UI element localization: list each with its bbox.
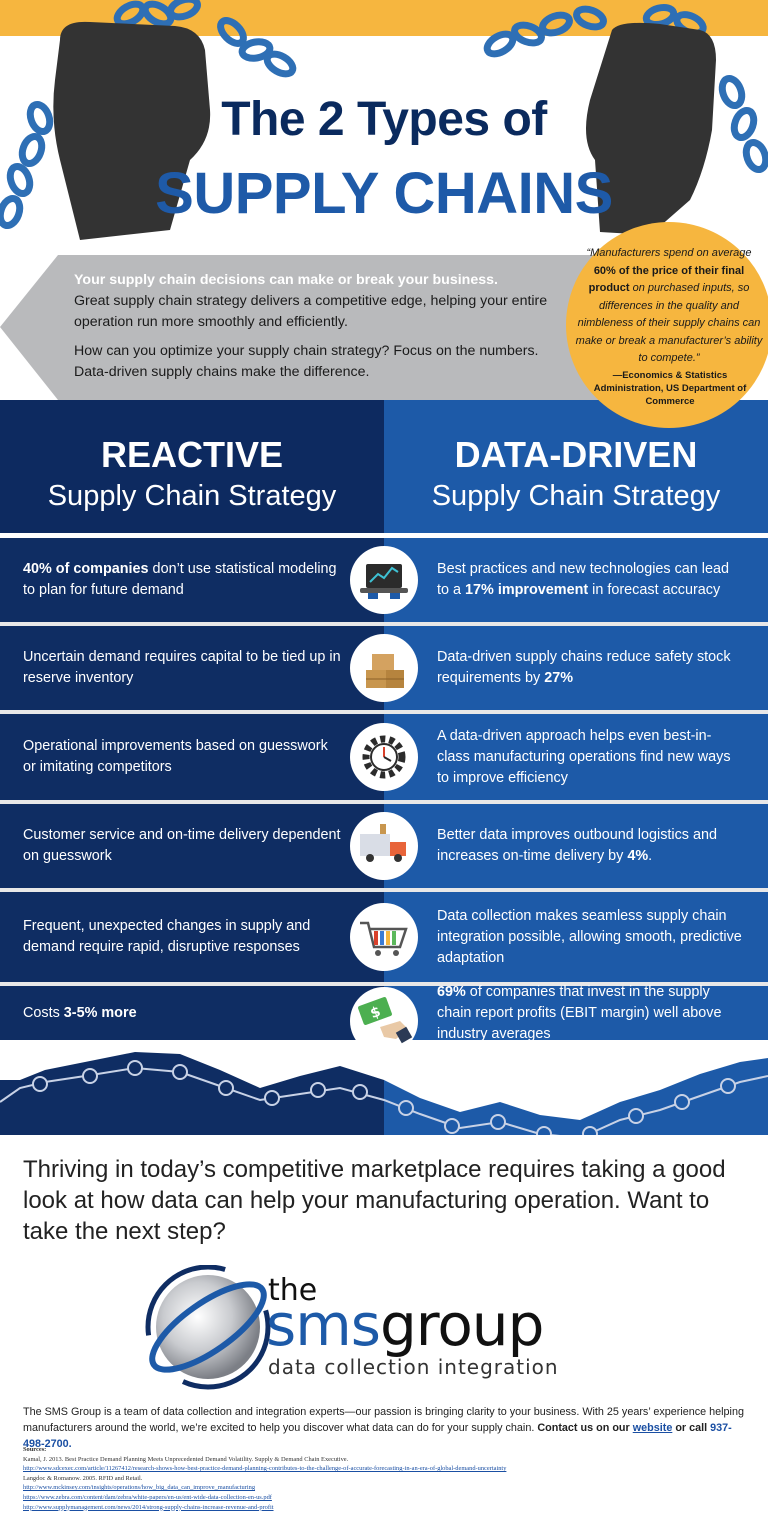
row-icon-badge xyxy=(350,634,418,702)
row-divider xyxy=(384,982,768,987)
sources-list: Sources: Kamal, J. 2013. Best Practice D… xyxy=(23,1445,763,1512)
header-illustration xyxy=(0,0,768,241)
intro-para2: How can you optimize your supply chain s… xyxy=(74,343,539,380)
reactive-point: Uncertain demand requires capital to be … xyxy=(23,649,341,686)
row-divider xyxy=(0,622,384,627)
data-driven-title: DATA-DRIVEN xyxy=(454,434,698,475)
globe-logo-icon xyxy=(145,1265,271,1390)
reactive-header: REACTIVE Supply Chain Strategy xyxy=(0,400,384,533)
about-text: The SMS Group is a team of data collecti… xyxy=(23,1406,744,1450)
source-citation: Kamal, J. 2013. Best Practice Demand Pla… xyxy=(23,1455,349,1463)
intro-lead: Your supply chain decisions can make or … xyxy=(74,272,498,288)
row-divider xyxy=(0,888,384,893)
shopping-cart-icon xyxy=(360,921,408,956)
reactive-row xyxy=(0,626,384,710)
reactive-title: REACTIVE xyxy=(100,434,284,475)
row-icon-badge xyxy=(350,812,418,880)
intro-para1: Great supply chain strategy delivers a c… xyxy=(74,293,548,330)
data-driven-row xyxy=(384,804,768,888)
quote-text: “Manufacturers spend on average 60% of t… xyxy=(575,247,763,364)
data-driven-point: 69% of companies that invest in the supp… xyxy=(437,983,722,1042)
reactive-point: Operational improvements based on guessw… xyxy=(23,738,328,775)
source-link[interactable]: https://www.zebra.com/content/dam/zebra/… xyxy=(23,1493,272,1501)
data-driven-row xyxy=(384,714,768,800)
intro-arrow-banner xyxy=(0,255,640,400)
quote-attribution: —Economics & Statistics Administration, … xyxy=(593,370,747,407)
row-divider xyxy=(384,710,768,715)
left-fist-icon xyxy=(53,21,211,241)
laptop-chart-icon xyxy=(360,564,408,599)
data-driven-subtitle: Supply Chain Strategy xyxy=(431,480,721,512)
boxes-icon xyxy=(366,654,404,688)
reactive-point: 40% of companies don’t use statistical m… xyxy=(23,561,337,598)
source-link[interactable]: http://www.sdcexec.com/article/11267412/… xyxy=(23,1465,507,1473)
reactive-point: Customer service and on-time delivery de… xyxy=(23,827,341,864)
reactive-row xyxy=(0,986,384,1040)
intro-text: Your supply chain decisions can make or … xyxy=(74,270,574,391)
source-link[interactable]: http://www.supplymanagement.com/news/201… xyxy=(23,1503,274,1511)
page-title-line2: SUPPLY CHAINS xyxy=(155,161,613,226)
row-divider xyxy=(0,800,384,805)
row-icon-badge: $ xyxy=(350,987,418,1055)
closing-statement: Thriving in today’s competitive marketpl… xyxy=(23,1156,726,1245)
broken-chain-right-icon xyxy=(483,3,768,174)
page-title-line1: The 2 Types of xyxy=(221,93,547,146)
logo-the: the xyxy=(268,1273,318,1308)
logo-wordmark: smsgroup xyxy=(266,1291,544,1359)
reactive-point: Frequent, unexpected changes in supply a… xyxy=(23,918,311,955)
data-driven-row xyxy=(384,986,768,1040)
phone-number[interactable]: 937-498-2700. xyxy=(23,1422,732,1450)
sources-heading: Sources: xyxy=(23,1446,47,1453)
sms-group-logo: the smsgroup data collection integration xyxy=(140,1265,640,1395)
data-driven-row xyxy=(384,892,768,982)
data-driven-header: DATA-DRIVEN Supply Chain Strategy xyxy=(384,400,768,533)
row-icon-badge xyxy=(350,903,418,971)
gear-clock-icon xyxy=(362,735,406,779)
row-divider xyxy=(384,888,768,893)
data-driven-point: Better data improves outbound logistics … xyxy=(437,827,717,864)
data-driven-point: Best practices and new technologies can … xyxy=(437,561,729,598)
source-citation: Langdoc & Romanow. 2005. RFID and Retail… xyxy=(23,1474,143,1482)
row-icon-badge xyxy=(350,546,418,614)
row-divider xyxy=(384,622,768,627)
reactive-point: Costs 3-5% more xyxy=(23,1004,137,1021)
data-driven-row xyxy=(384,538,768,622)
reactive-row xyxy=(0,892,384,982)
row-icon-badge xyxy=(350,723,418,791)
website-link[interactable]: website xyxy=(632,1422,673,1434)
data-driven-row xyxy=(384,626,768,710)
data-driven-point: Data-driven supply chains reduce safety … xyxy=(437,649,731,686)
delivery-truck-icon xyxy=(360,824,406,862)
row-divider xyxy=(0,710,384,715)
bottom-wave-graphic xyxy=(0,1052,768,1150)
source-link[interactable]: http://www.mckinsey.com/insights/operati… xyxy=(23,1484,256,1492)
money-hand-icon: $ xyxy=(358,997,413,1044)
logo-tagline: data collection integration xyxy=(268,1355,559,1379)
data-driven-point: A data-driven approach helps even best-i… xyxy=(437,727,731,786)
row-divider xyxy=(0,982,384,987)
row-divider xyxy=(384,800,768,805)
reactive-row xyxy=(0,804,384,888)
reactive-row xyxy=(0,538,384,622)
quote-badge xyxy=(566,222,768,428)
reactive-subtitle: Supply Chain Strategy xyxy=(47,480,337,512)
right-fist-icon xyxy=(586,22,716,235)
reactive-row xyxy=(0,714,384,800)
broken-chain-left-icon xyxy=(0,0,297,230)
data-driven-point: Data collection makes seamless supply ch… xyxy=(437,907,742,966)
